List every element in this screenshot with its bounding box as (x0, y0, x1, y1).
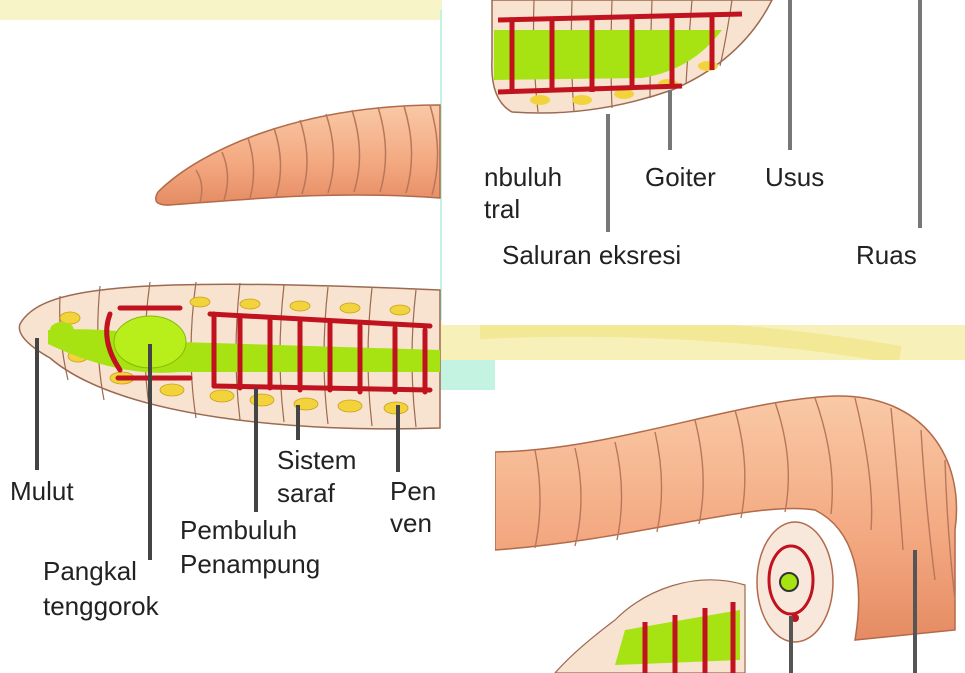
label-pembuluh-dorsal-2: tral (484, 194, 520, 224)
worm-cut-section (495, 360, 965, 673)
label-sistem-saraf-2: saraf (277, 478, 335, 508)
label-usus: Usus (765, 162, 824, 192)
label-sistem-saraf-1: Sistem (277, 445, 356, 475)
label-ruas: Ruas (856, 240, 917, 270)
label-ventral-2: ven (390, 508, 432, 538)
label-mulut: Mulut (10, 476, 74, 506)
label-pangkal-tenggorok-1: Pangkal (43, 556, 137, 586)
label-pembuluh-dorsal-1: nbuluh (484, 162, 562, 192)
label-ventral-cropped: Pen ven (386, 476, 444, 546)
top-right-panel: nbuluh tral Goiter Usus Saluran eksresi … (442, 0, 965, 325)
label-pembuluh-penampung-1: Pembuluh (180, 515, 297, 545)
label-ventral-1: Pen (390, 476, 436, 506)
label-saluran-ekskresi: Saluran eksresi (502, 240, 681, 270)
label-goiter: Goiter (645, 162, 716, 192)
bottom-right-panel (495, 360, 965, 673)
label-pangkal-tenggorok-2: tenggorok (43, 591, 159, 621)
label-pembuluh-penampung-2: Penampung (180, 549, 320, 579)
